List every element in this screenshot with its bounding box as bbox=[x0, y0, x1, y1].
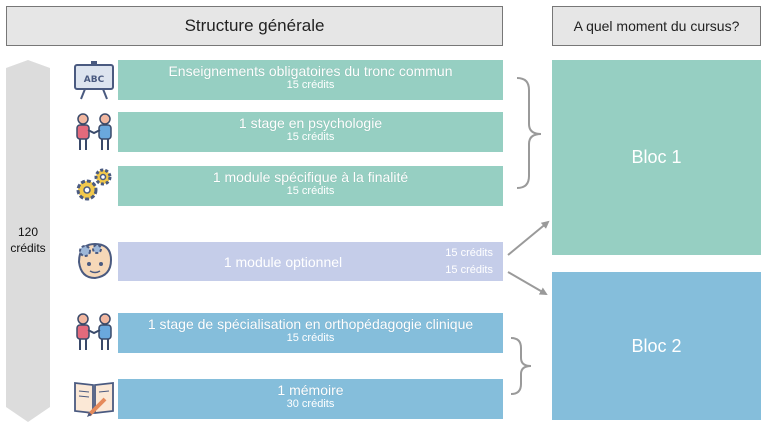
bloc-1: Bloc 1 bbox=[552, 60, 761, 255]
credits-total-unit: crédits bbox=[10, 241, 46, 255]
row-module-optionnel-credits-1: 15 crédits bbox=[445, 247, 493, 259]
brace-bloc-2 bbox=[510, 337, 532, 395]
row-tronc-commun-title: Enseignements obligatoires du tronc comm… bbox=[168, 63, 453, 79]
brain-head-icon bbox=[77, 242, 113, 280]
credits-total-label: 120 crédits bbox=[6, 224, 50, 256]
brace-bloc-1 bbox=[516, 77, 542, 189]
row-stage-psychologie: 1 stage en psychologie 15 crédits bbox=[118, 112, 503, 152]
bloc-2: Bloc 2 bbox=[552, 272, 761, 420]
svg-text:ABC: ABC bbox=[84, 75, 105, 85]
row-tronc-commun-credits: 15 crédits bbox=[286, 79, 335, 91]
row-module-finalite-title: 1 module spécifique à la finalité bbox=[212, 169, 409, 185]
arrow-to-bloc-2 bbox=[507, 271, 548, 296]
credits-total-value: 120 bbox=[17, 225, 39, 239]
credits-total-arrow bbox=[6, 60, 50, 422]
row-tronc-commun: Enseignements obligatoires du tronc comm… bbox=[118, 60, 503, 100]
bloc-1-label: Bloc 1 bbox=[631, 147, 682, 167]
row-memoire-credits: 30 crédits bbox=[286, 398, 335, 410]
row-stage-specialisation-title: 1 stage de spécialisation en orthopédago… bbox=[147, 316, 474, 332]
abc-board-icon: ABC bbox=[74, 61, 114, 100]
row-module-optionnel-credits-2: 15 crédits bbox=[445, 264, 493, 276]
row-stage-psychologie-title: 1 stage en psychologie bbox=[238, 115, 383, 131]
cursus-moment-header: A quel moment du cursus? bbox=[552, 6, 761, 46]
bloc-2-label: Bloc 2 bbox=[631, 335, 682, 356]
structure-header: Structure générale bbox=[6, 6, 503, 46]
book-pencil-icon bbox=[74, 381, 114, 417]
row-module-optionnel: 1 module optionnel 15 crédits 15 crédits bbox=[118, 242, 503, 281]
row-stage-specialisation: 1 stage de spécialisation en orthopédago… bbox=[118, 313, 503, 353]
gears-icon bbox=[76, 168, 112, 201]
row-memoire-title: 1 mémoire bbox=[277, 382, 344, 398]
handshake-icon bbox=[76, 113, 112, 150]
row-memoire: 1 mémoire 30 crédits bbox=[118, 379, 503, 419]
row-module-optionnel-title: 1 module optionnel bbox=[223, 254, 343, 270]
row-module-finalite: 1 module spécifique à la finalité 15 cré… bbox=[118, 166, 503, 206]
handshake-icon bbox=[76, 313, 112, 350]
row-module-finalite-credits: 15 crédits bbox=[286, 185, 335, 197]
row-stage-specialisation-credits: 15 crédits bbox=[286, 332, 335, 344]
arrow-to-bloc-1 bbox=[507, 220, 550, 256]
row-stage-psychologie-credits: 15 crédits bbox=[286, 131, 335, 143]
